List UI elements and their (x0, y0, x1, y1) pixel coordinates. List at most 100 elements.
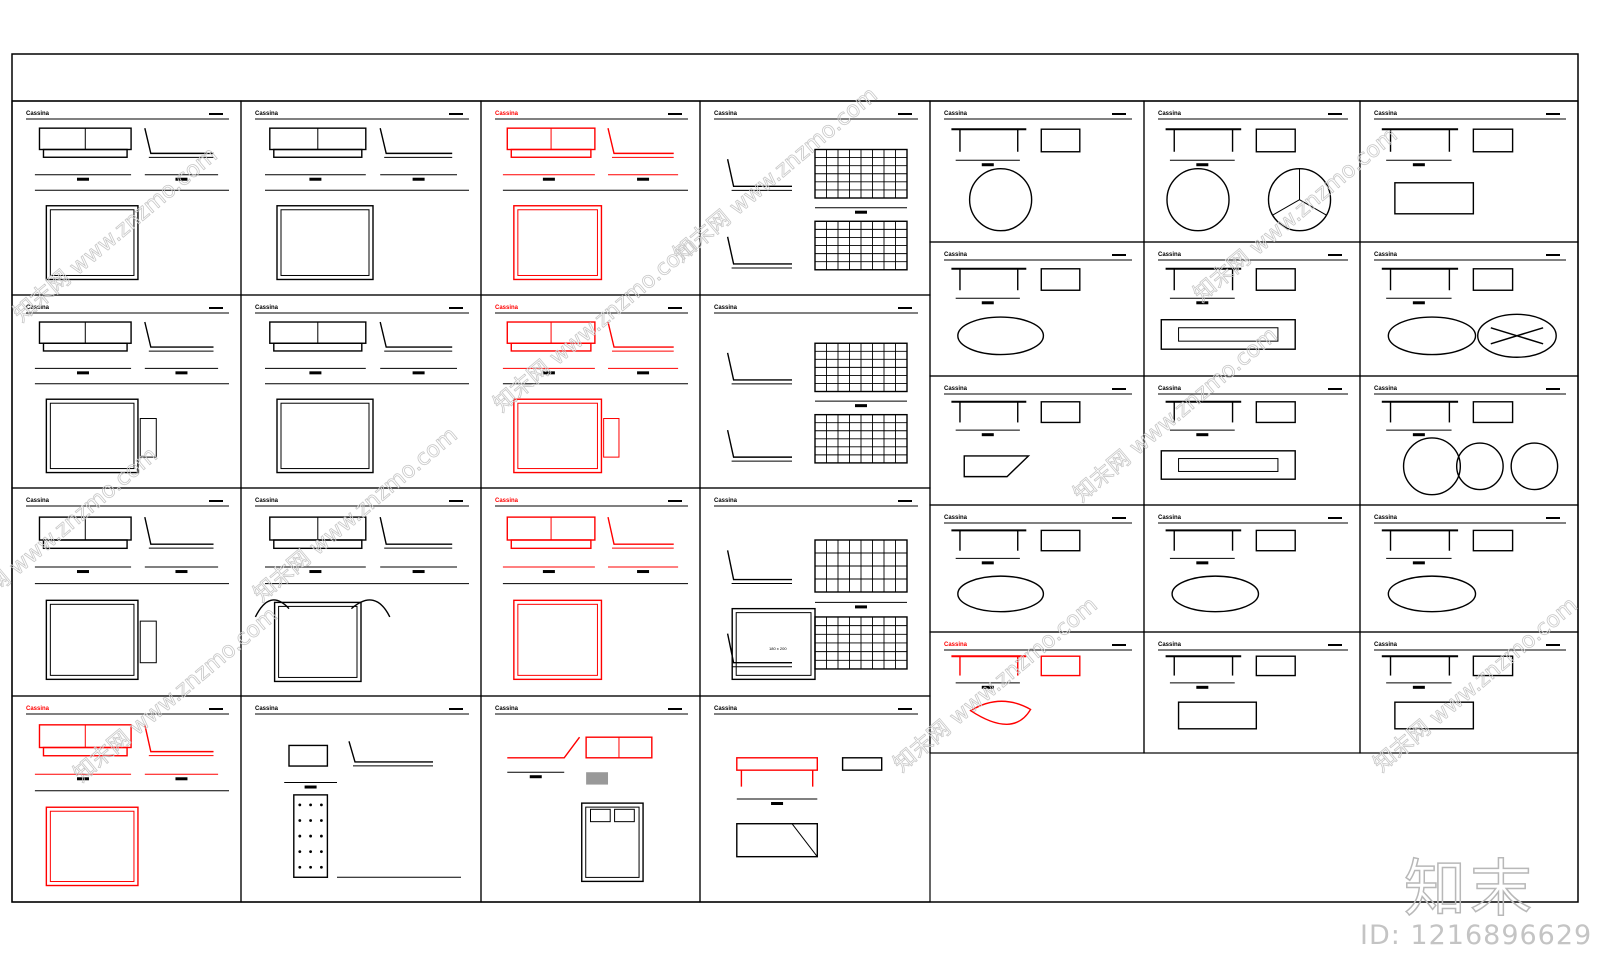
brand-label: Cassina (714, 305, 738, 311)
diagonal-watermark: 知末网 www.znzmo.com (669, 83, 882, 268)
dimension-label (1412, 433, 1425, 437)
table-plan-pebble (969, 700, 1032, 725)
panel-border (1359, 375, 1579, 506)
bed-profile (726, 429, 792, 458)
brand-label: Cassina (255, 111, 279, 117)
header-tag (449, 307, 463, 309)
table-plan-round (1455, 442, 1504, 491)
tuft-dot (320, 850, 323, 854)
diagonal-watermark: 知末网 www.znzmo.com (1369, 593, 1582, 778)
tuft-dot (309, 865, 312, 869)
bed-plan (45, 205, 139, 281)
panel-border (1143, 504, 1361, 633)
tuft-dot (298, 819, 302, 822)
bed-plan-inner (49, 209, 135, 276)
panel-border (480, 695, 701, 903)
header-tag (209, 307, 223, 309)
dimension-label (1412, 561, 1425, 565)
dimension-label (76, 177, 89, 181)
bed-plan-inner (49, 810, 135, 883)
header-tag (898, 500, 912, 502)
drawing-id-watermark: ID: 1216896629 (1360, 920, 1593, 951)
bed-profile (607, 127, 674, 155)
table-plan-oval (1171, 575, 1260, 613)
nightstand (139, 620, 157, 664)
table-plan-shape (963, 455, 1031, 478)
table-plan-round (968, 167, 1033, 232)
swing-arc (254, 599, 290, 618)
table-plan-round (1510, 442, 1559, 491)
bed-panel: Cassina (699, 695, 931, 903)
nightstand (603, 418, 620, 458)
header-tag (1546, 388, 1560, 390)
bed-plan-inner (278, 605, 358, 678)
brand-label: Cassina (944, 386, 968, 392)
znzmo-logo-watermark: 知末 (1403, 851, 1537, 926)
dimension-label (412, 570, 425, 574)
table-panel: Cassina (1143, 100, 1361, 243)
table-plan-oval (1477, 313, 1557, 358)
tuft-dot (298, 865, 302, 869)
brand-label: Cassina (26, 305, 50, 311)
table-end-elevation (1255, 401, 1296, 424)
table-panel: Cassina (1359, 631, 1579, 754)
bench-plan-diag (791, 823, 818, 857)
dimension-label (1196, 685, 1209, 689)
base-spoke (1299, 199, 1327, 216)
bed-base (510, 148, 592, 158)
dimension-label (637, 371, 650, 375)
table-panel: Cassina (929, 375, 1145, 506)
table-plan-oval (1387, 316, 1477, 356)
brand-label: Cassina (944, 252, 968, 258)
header-tag (668, 708, 682, 710)
brand-label: Cassina (714, 706, 738, 712)
dimension-label (981, 433, 994, 437)
tuft-dot (309, 803, 312, 807)
dimension-label (542, 177, 555, 181)
table-plan-oval (1387, 575, 1477, 613)
table-plan-rect (1177, 701, 1258, 730)
tuft-dot (298, 803, 302, 807)
brand-label: Cassina (255, 305, 279, 311)
header-tag (209, 500, 223, 502)
dimension-label (981, 163, 994, 167)
header-tag (1546, 517, 1560, 519)
header-tag (1546, 644, 1560, 646)
tuft-dot (309, 850, 312, 854)
dimension-label (637, 177, 650, 181)
header-tag (1112, 113, 1126, 115)
bed-base (510, 342, 592, 352)
table-end-elevation (1472, 401, 1514, 424)
header-tag (898, 113, 912, 115)
table-end-elevation (1472, 128, 1514, 153)
header-tag (668, 500, 682, 502)
header-tag (1112, 254, 1126, 256)
bed-panel: Cassina (240, 294, 482, 489)
dimension-label (981, 685, 994, 689)
table-end-elevation (1472, 655, 1514, 677)
panel-border (1143, 375, 1361, 506)
header-tag (449, 500, 463, 502)
table-plan-round (1402, 437, 1462, 496)
dimension-label (304, 785, 317, 789)
base-arm (1490, 327, 1544, 345)
dimension-label (637, 570, 650, 574)
dimension-label (529, 775, 542, 779)
table-panel: Cassina (1359, 100, 1579, 243)
bench-side (736, 757, 818, 771)
dimension-label (175, 570, 188, 574)
table-panel: Cassina (1143, 375, 1361, 506)
diagonal-watermark: 知末网 www.znzmo.com (889, 593, 1102, 778)
tuft-dot (320, 819, 323, 822)
table-panel: Cassina (1359, 375, 1579, 506)
bed-size-note: 180 x 200 (769, 646, 787, 651)
bed-plan (273, 601, 362, 683)
bed-base (42, 746, 128, 757)
brand-label: Cassina (944, 111, 968, 117)
panel-border (1359, 631, 1579, 754)
sofa-profile (507, 736, 581, 759)
bed-profile (144, 127, 214, 155)
bed-panel: Cassina (11, 487, 242, 697)
dimension-label (1412, 301, 1425, 305)
